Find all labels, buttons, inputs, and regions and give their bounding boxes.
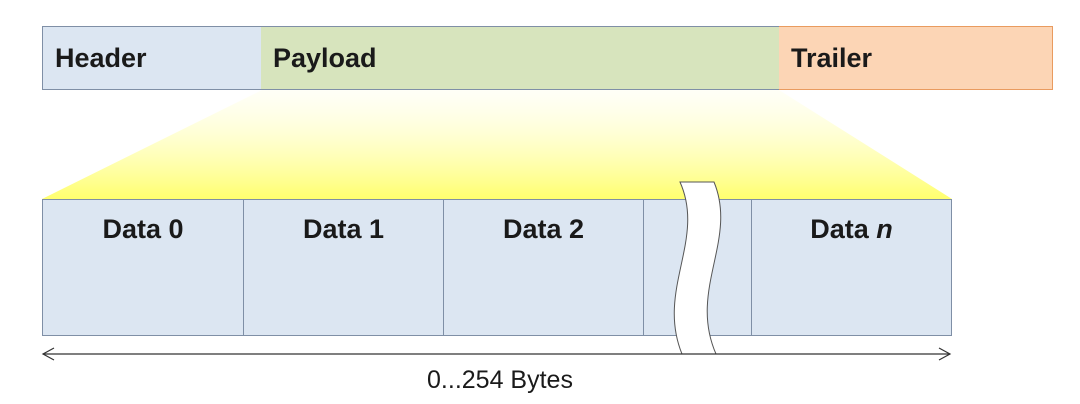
break-marker — [673, 181, 722, 355]
data-field-label: Data 1 — [302, 214, 385, 244]
data-field-last-prefix: Data — [810, 214, 877, 244]
data-field-ellipsis — [644, 200, 752, 335]
payload-data-row: Data 0 Data 1 Data 2 Data n — [42, 199, 952, 336]
size-arrow — [41, 347, 952, 361]
data-field-last-index: n — [876, 214, 893, 244]
data-field-label: Data 0 — [102, 214, 184, 244]
data-field: Data 1 — [244, 200, 444, 335]
trailer-segment: Trailer — [779, 26, 1053, 90]
data-field-label: Data 2 — [502, 214, 585, 244]
payload-size-label: 0...254 Bytes — [427, 366, 573, 394]
trailer-label: Trailer — [791, 42, 873, 73]
data-field: Data 0 — [43, 200, 244, 335]
header-label: Header — [55, 42, 147, 73]
data-field: Data 2 — [444, 200, 644, 335]
data-field-last: Data n — [752, 200, 951, 335]
payload-label: Payload — [273, 42, 377, 73]
